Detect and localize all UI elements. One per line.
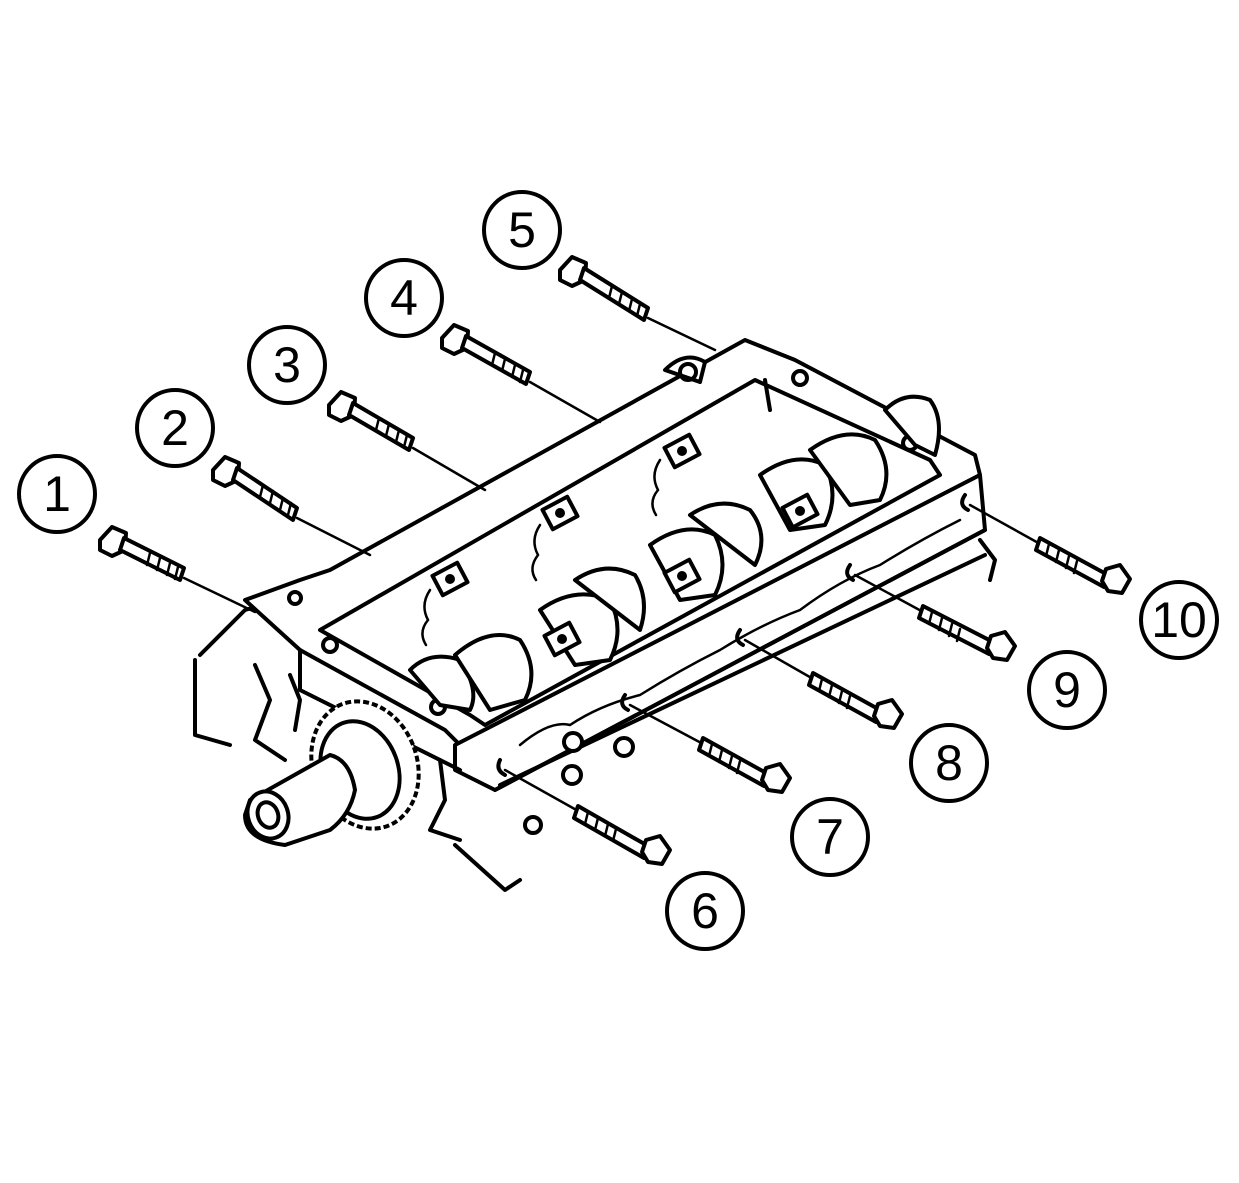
bolt-1 xyxy=(98,525,257,614)
callout-3: 3 xyxy=(247,325,327,405)
callout-5: 5 xyxy=(482,190,562,270)
camshaft xyxy=(408,432,889,712)
bolt-2 xyxy=(211,455,372,557)
callout-1: 1 xyxy=(17,454,97,534)
callout-8-label: 8 xyxy=(935,735,963,791)
bolt-7 xyxy=(628,703,792,794)
callout-6: 6 xyxy=(665,871,745,951)
callout-7-label: 7 xyxy=(816,809,844,865)
callout-2: 2 xyxy=(135,388,215,468)
callout-10: 10 xyxy=(1139,580,1219,660)
bolt-9 xyxy=(853,573,1017,662)
callout-2-label: 2 xyxy=(161,400,189,456)
callout-9-label: 9 xyxy=(1053,662,1081,718)
callout-9: 9 xyxy=(1027,650,1107,730)
bolt-8 xyxy=(743,638,904,730)
callout-4: 4 xyxy=(364,258,444,338)
callout-6-label: 6 xyxy=(691,883,719,939)
callout-1-label: 1 xyxy=(43,466,71,522)
cam-gear xyxy=(243,699,421,847)
bolt-4 xyxy=(440,323,602,424)
bolt-3 xyxy=(327,390,487,492)
bolt-6 xyxy=(503,768,672,866)
dowel-pins xyxy=(523,731,635,835)
bolt-5 xyxy=(558,255,717,352)
callout-3-label: 3 xyxy=(273,337,301,393)
callout-7: 7 xyxy=(790,797,870,877)
callout-10-label: 10 xyxy=(1151,592,1207,648)
callout-4-label: 4 xyxy=(390,270,418,326)
bolt-10 xyxy=(968,503,1132,595)
callout-8: 8 xyxy=(909,723,989,803)
callout-5-label: 5 xyxy=(508,202,536,258)
